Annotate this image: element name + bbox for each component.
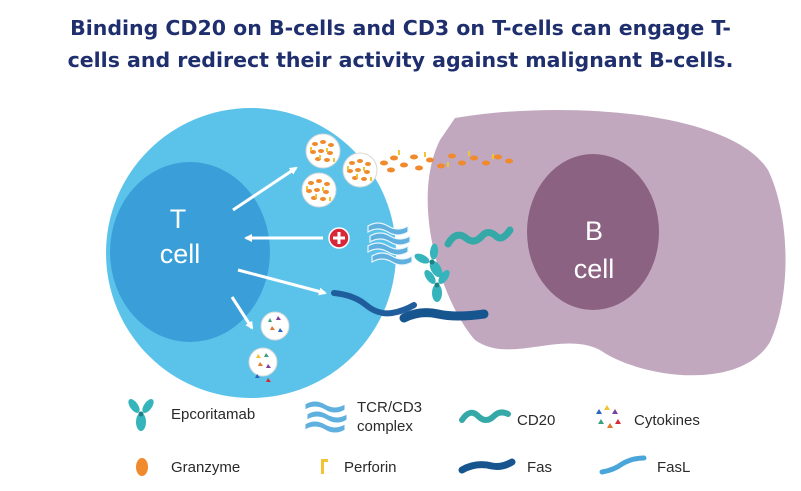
legend-item-granzyme: Granzyme	[136, 458, 240, 476]
fas-icon	[399, 308, 489, 323]
granzyme-icon	[136, 458, 148, 476]
legend-label-tcr-line-2: complex	[357, 418, 413, 435]
signal-arrows	[230, 166, 327, 330]
legend-label-cd20: CD20	[517, 412, 555, 429]
t-cell-label-line-2: cell	[160, 239, 201, 269]
legend-item-cytokines: Cytokines	[596, 405, 700, 429]
fasl-icon	[599, 455, 647, 475]
cytokines-icon	[596, 405, 621, 428]
released-granzyme-perforin	[380, 150, 513, 173]
legend-item-epcoritamab: Epcoritamab	[126, 397, 255, 431]
cytokine-vesicles	[248, 311, 290, 382]
figure-title: Binding CD20 on B-cells and CD3 on T-cel…	[0, 12, 801, 76]
legend-label-fasl: FasL	[657, 459, 690, 476]
perforin-icon	[321, 459, 328, 474]
legend-label-fas: Fas	[527, 459, 552, 476]
fas-icon	[458, 458, 516, 474]
tcr-cd3-complex-icon	[367, 222, 413, 266]
legend-label-tcr-line-1: TCR/CD3	[357, 399, 422, 416]
tcr-cd3-complex-icon	[304, 400, 348, 434]
title-line-1: Binding CD20 on B-cells and CD3 on T-cel…	[70, 16, 731, 40]
legend-item-tcr-cd3: TCR/CD3 complex	[304, 399, 422, 435]
legend-label-granzyme: Granzyme	[171, 459, 240, 476]
title-line-2: cells and redirect their activity agains…	[67, 48, 734, 72]
arrow-to-granules	[232, 166, 298, 212]
b-cell-nucleus	[527, 154, 659, 310]
granule-icon	[305, 133, 341, 169]
legend-label-cytokines: Cytokines	[634, 412, 700, 429]
t-cell-label-line-1: T	[170, 204, 187, 234]
arrow-to-fasl	[237, 268, 327, 296]
b-cell-label-line-2: cell	[574, 254, 615, 284]
legend-item-fas: Fas	[458, 458, 552, 476]
arrow-to-cytokines	[230, 296, 254, 330]
legend: Epcoritamab TCR/CD3 complex CD20	[126, 397, 700, 476]
granule-icon	[301, 172, 337, 208]
legend-item-fasl: FasL	[599, 455, 690, 476]
legend-item-perforin: Perforin	[321, 459, 397, 476]
b-cell-label-line-1: B	[585, 216, 603, 246]
cd20-icon	[444, 226, 514, 248]
activation-plus-icon	[328, 227, 350, 249]
granule-icon	[342, 152, 378, 188]
b-cell: B cell	[427, 109, 786, 376]
t-cell-nucleus	[110, 162, 270, 342]
legend-label-epcoritamab: Epcoritamab	[171, 406, 255, 423]
fasl-icon	[331, 290, 417, 317]
legend-item-cd20: CD20	[459, 409, 555, 429]
epcoritamab-icon	[126, 397, 156, 431]
cd20-icon	[459, 409, 511, 423]
legend-label-perforin: Perforin	[344, 459, 397, 476]
